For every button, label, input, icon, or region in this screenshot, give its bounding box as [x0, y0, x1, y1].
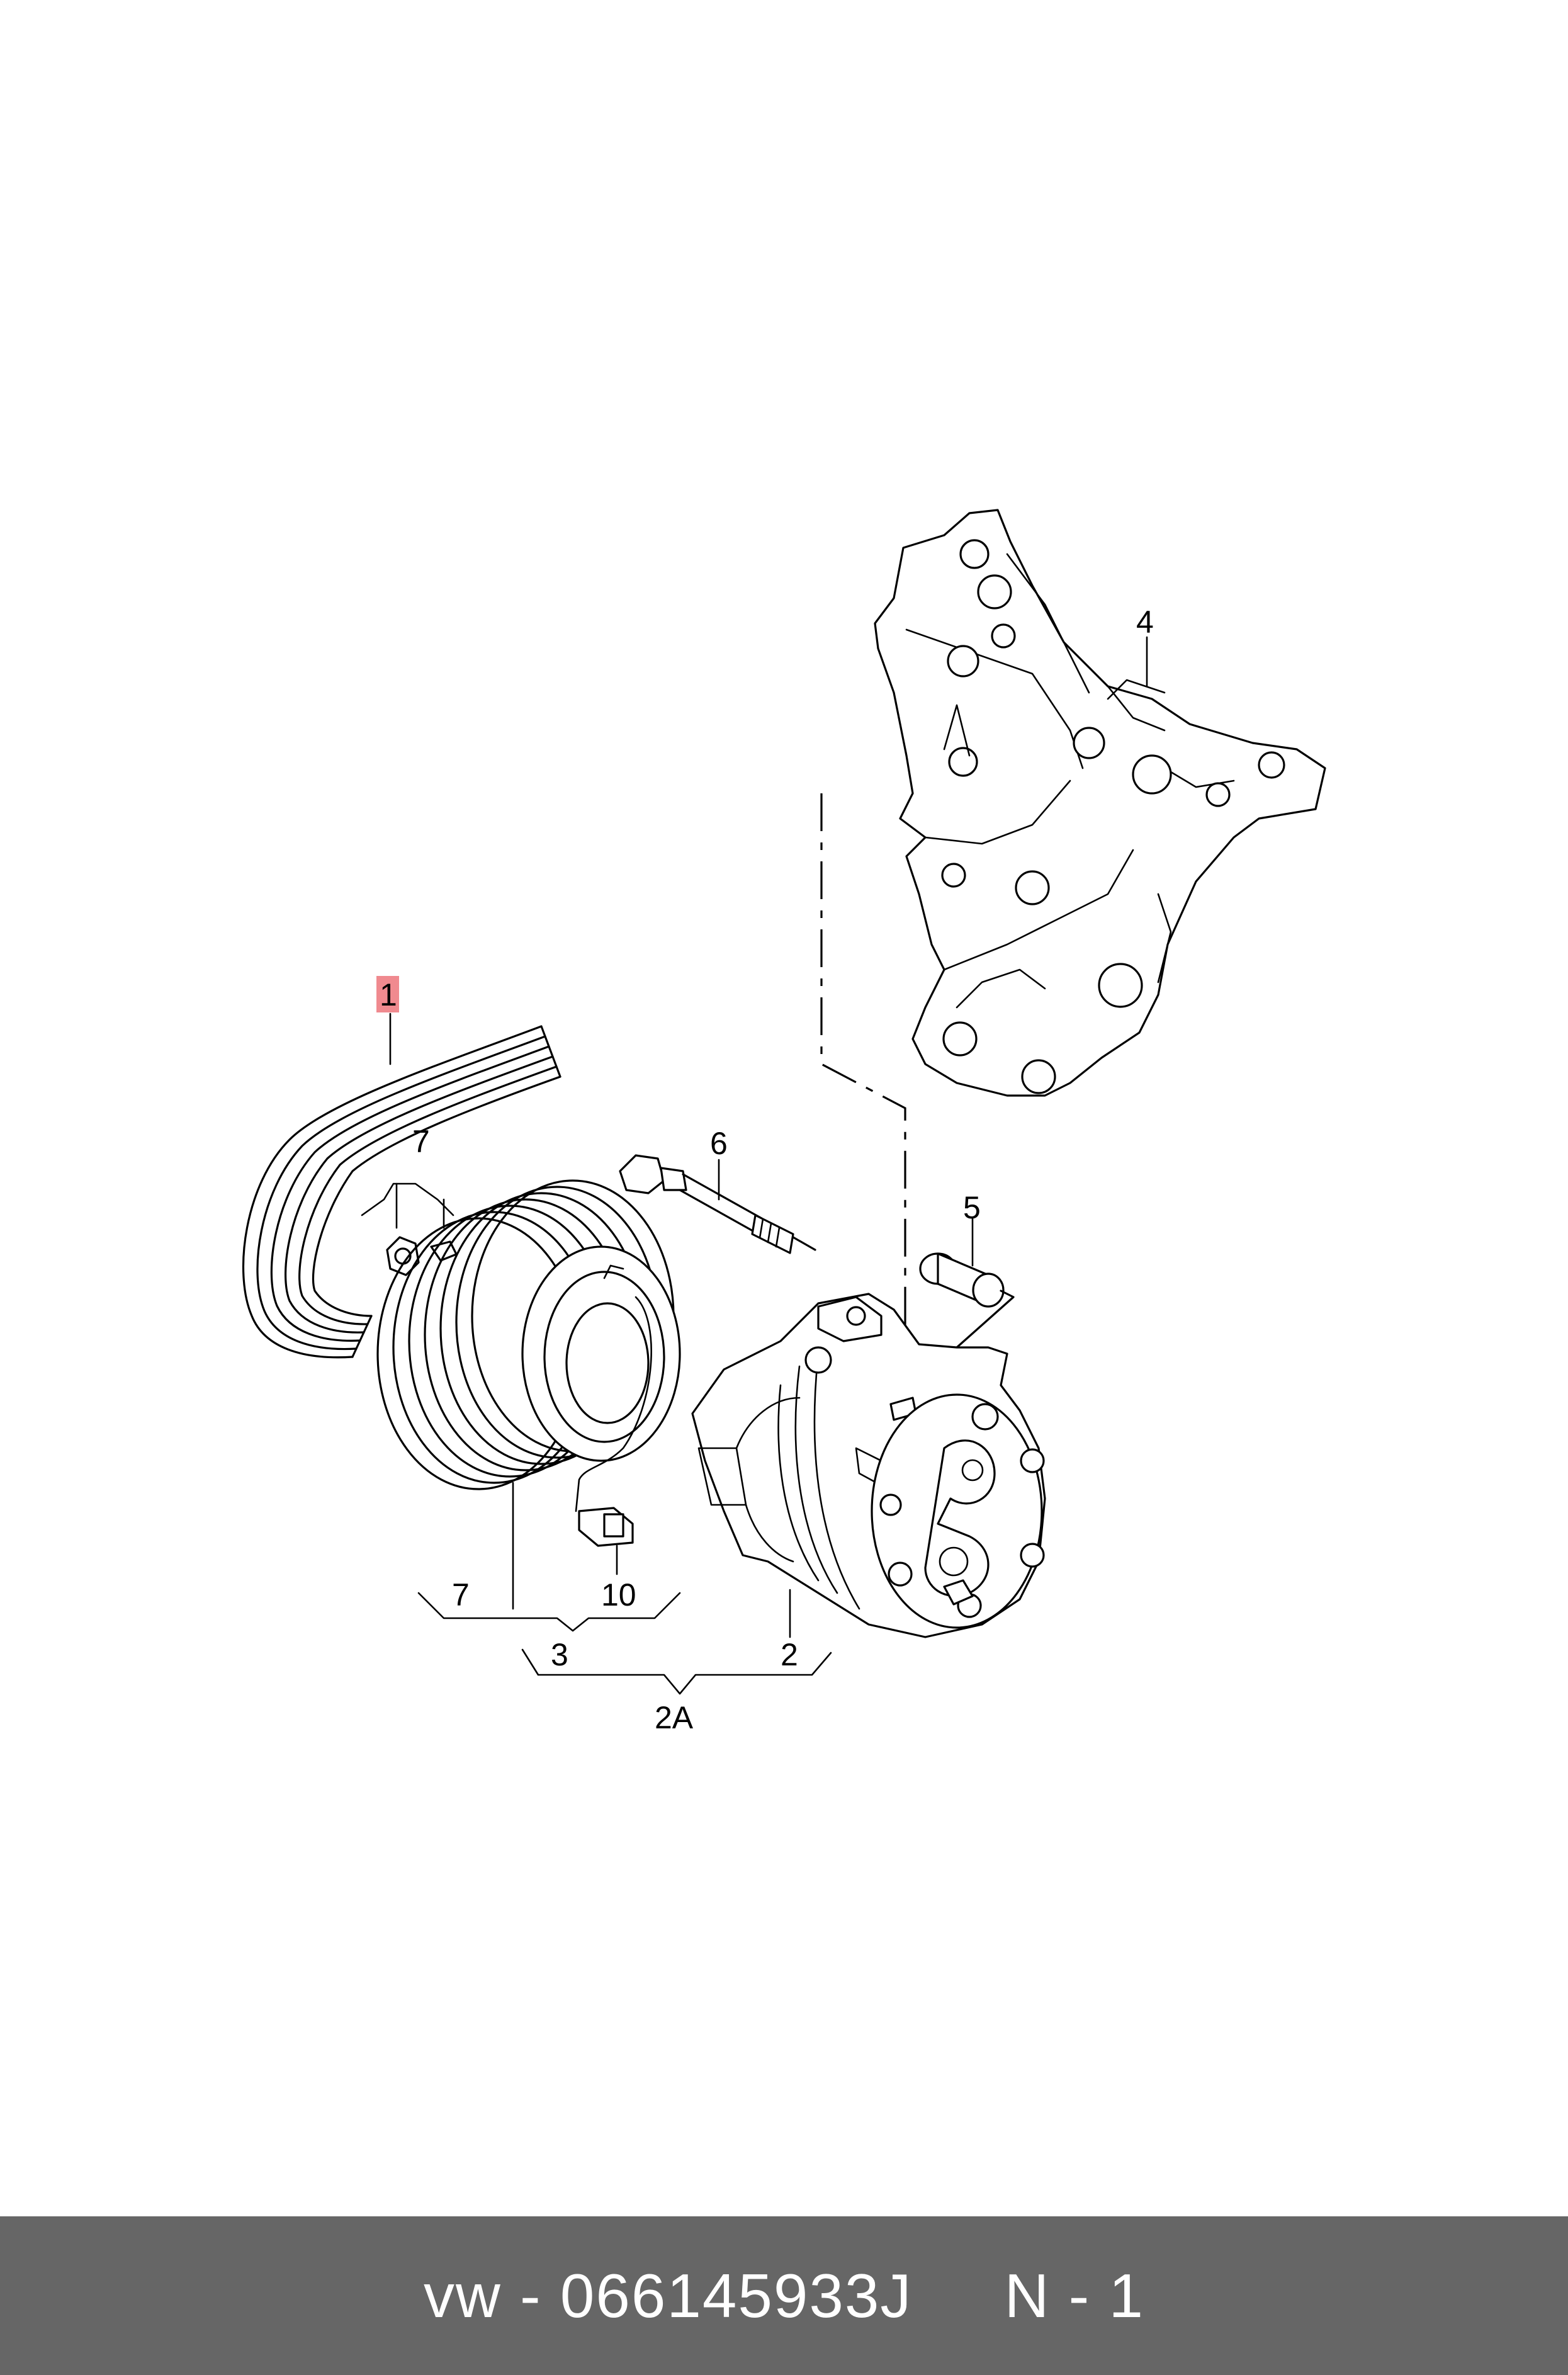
footer-brand: vw — [424, 2260, 502, 2330]
nut-and-key-part-7[interactable] — [361, 1182, 458, 1276]
callout-1-highlight — [376, 976, 399, 1012]
ribbed-belt-part-1[interactable] — [242, 1025, 561, 1359]
callout-5[interactable]: 5 — [963, 1190, 981, 1225]
callout-2a[interactable]: 2A — [655, 1700, 694, 1735]
footer-separator: - — [501, 2260, 560, 2330]
group-bracket-2a — [521, 1648, 832, 1695]
callout-7-bottom[interactable]: 7 — [452, 1577, 470, 1613]
callout-2[interactable]: 2 — [781, 1637, 798, 1672]
bracket-part-4[interactable] — [874, 509, 1326, 1097]
alignment-dashed-line — [820, 793, 906, 1341]
callout-3[interactable]: 3 — [551, 1637, 568, 1672]
callout-4[interactable]: 4 — [1136, 604, 1154, 640]
footer-bar: vw - 066145933J N - 1 — [0, 2216, 1568, 2375]
footer-caption: vw - 066145933J N - 1 — [424, 2260, 1144, 2332]
callout-10[interactable]: 10 — [601, 1577, 636, 1613]
group-bracket-3 — [417, 1592, 681, 1632]
ac-compressor-part-2[interactable] — [691, 1293, 1046, 1638]
footer-gap — [912, 2261, 1004, 2330]
callout-7-top[interactable]: 7 — [412, 1124, 430, 1159]
callout-6[interactable]: 6 — [710, 1126, 728, 1161]
bushing-part-5[interactable] — [919, 1252, 1015, 1349]
parts-diagram: 4 1 7 — [242, 509, 1326, 1735]
footer-page: N - 1 — [1004, 2260, 1144, 2330]
footer-part-number: 066145933J — [560, 2260, 913, 2330]
bolt-part-6[interactable] — [619, 1154, 816, 1254]
magnetic-clutch-part-3[interactable] — [376, 1179, 681, 1547]
callout-1[interactable]: 1 — [380, 977, 397, 1012]
